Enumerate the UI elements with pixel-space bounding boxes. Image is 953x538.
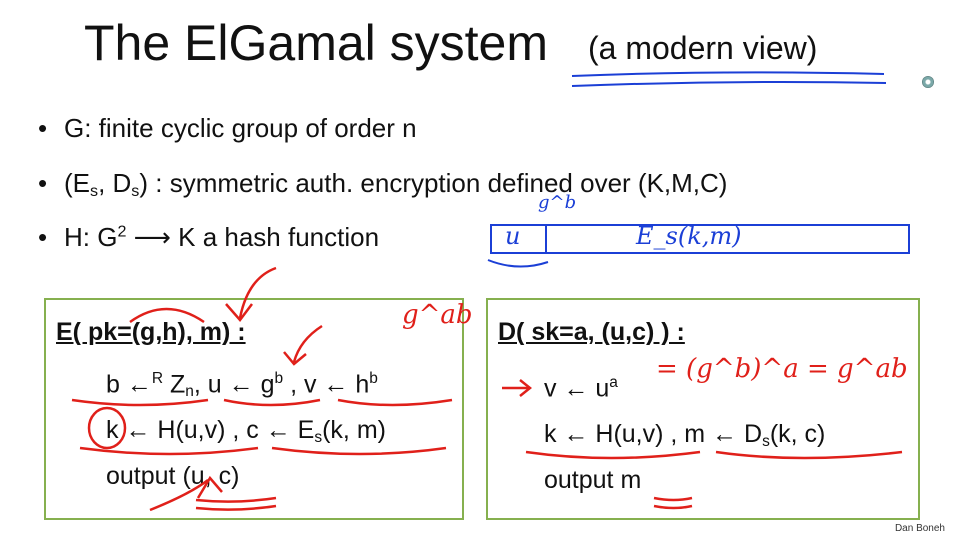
bullet-hash: •H: G2 ⟶ K a hash function bbox=[38, 222, 380, 252]
tip-label-gb: g^b bbox=[538, 192, 577, 213]
decryption-box: D( sk=a, (u,c) ) : v ← ua k ← H(u,v) , m… bbox=[486, 298, 920, 520]
tip-label-u: u bbox=[505, 222, 521, 250]
bullet-text: G: finite cyclic group of order n bbox=[64, 113, 417, 143]
slide-subtitle: (a modern view) bbox=[588, 30, 818, 66]
encryption-box: E( pk=(g,h), m) : b ←R Zn, u ← gb , v ← … bbox=[44, 298, 464, 520]
decryption-line-3: output m bbox=[544, 466, 642, 494]
ciphertext-sketch bbox=[490, 224, 910, 254]
pointer-cursor-icon bbox=[922, 76, 934, 88]
ciphertext-divider bbox=[545, 224, 547, 254]
handwritten-gab: g^ab bbox=[402, 300, 473, 330]
bullet-symmetric-enc: •(Es, Ds) : symmetric auth. encryption d… bbox=[38, 168, 728, 201]
bullet-group: •G: finite cyclic group of order n bbox=[38, 113, 417, 143]
author-credit: Dan Boneh bbox=[894, 523, 945, 534]
encryption-line-2: k ← H(u,v) , c ← Es(k, m) bbox=[106, 416, 386, 446]
decryption-header: D( sk=a, (u,c) ) : bbox=[498, 318, 685, 346]
encryption-line-3: output (u, c) bbox=[106, 462, 240, 490]
encryption-line-1: b ←R Zn, u ← gb , v ← hb bbox=[106, 370, 378, 401]
tip-label-es: E_s(k,m) bbox=[636, 222, 742, 250]
blue-underline-1 bbox=[571, 71, 885, 77]
encryption-header: E( pk=(g,h), m) : bbox=[56, 318, 246, 346]
handwritten-dec-equation: = (g^b)^a = g^ab bbox=[656, 354, 908, 384]
blue-brace-u bbox=[487, 259, 549, 268]
decryption-line-2: k ← H(u,v) , m ← Ds(k, c) bbox=[544, 420, 826, 450]
decryption-line-1: v ← ua bbox=[544, 374, 618, 403]
slide-title: The ElGamal system bbox=[84, 15, 549, 71]
blue-underline-2 bbox=[571, 81, 887, 87]
